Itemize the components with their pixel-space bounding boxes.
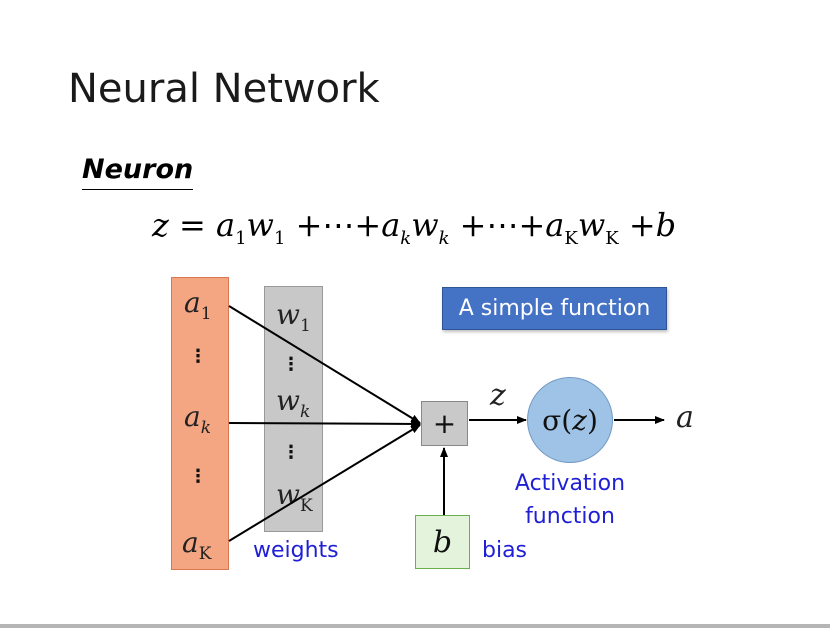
weight-wK: wK — [276, 478, 313, 516]
sum-node: + — [421, 401, 468, 446]
eq-cdots-1: ⋯ — [322, 206, 355, 244]
sigma-arg: z — [572, 403, 587, 437]
eq-wk: w — [411, 206, 439, 244]
eq-b: b — [655, 206, 677, 244]
eq-plus-4: + — [518, 206, 546, 244]
edge-aK-to-sum — [228, 424, 421, 542]
subtitle-neuron: Neuron — [82, 154, 194, 190]
simple-function-callout: A simple function — [442, 287, 667, 330]
activation-label-line1: Activation — [514, 471, 626, 496]
bottom-divider — [0, 624, 830, 628]
paren-close: ) — [586, 403, 598, 437]
eq-plus-3: + — [459, 206, 487, 244]
output-a: a — [676, 400, 694, 435]
weight-wk: wk — [276, 384, 311, 422]
activation-node: σ(z) — [527, 377, 613, 463]
edge-ak-to-sum — [228, 419, 421, 428]
eq-ak: a — [381, 206, 401, 244]
eq-plus-5: + — [628, 206, 656, 244]
bias-symbol: b — [432, 524, 453, 560]
eq-w1: w — [246, 206, 274, 244]
weights-label: weights — [253, 538, 339, 563]
slide-title: Neural Network — [68, 66, 380, 112]
neuron-equation: z = a1w1 +⋯+akwk +⋯+aKwK +b — [152, 206, 676, 249]
input-a1: a1 — [184, 286, 212, 324]
eq-aK-sub: K — [564, 228, 578, 249]
paren-open: ( — [561, 403, 573, 437]
z-label: z — [490, 378, 506, 413]
eq-ak-sub: k — [400, 228, 412, 249]
eq-wK-sub: K — [605, 228, 619, 249]
eq-plus-1: + — [295, 206, 323, 244]
bias-node: b — [415, 515, 470, 569]
eq-aK: a — [545, 206, 565, 244]
sigma-symbol: σ — [542, 403, 562, 437]
eq-w1-sub: 1 — [273, 228, 286, 249]
bias-label: bias — [482, 538, 528, 563]
weight-w1: w1 — [276, 298, 311, 336]
eq-equals: = — [179, 206, 206, 244]
activation-function-label: Activation function — [510, 467, 630, 533]
input-aK: aK — [182, 526, 212, 564]
eq-z: z — [152, 206, 169, 244]
edge-a1-to-sum — [228, 305, 421, 424]
eq-cdots-2: ⋯ — [486, 206, 519, 244]
eq-a1-sub: 1 — [235, 228, 247, 249]
input-ak: ak — [184, 400, 212, 438]
eq-wK: w — [577, 206, 606, 244]
eq-a1: a — [216, 206, 236, 244]
activation-label-line2: function — [525, 504, 615, 529]
input-column — [171, 277, 229, 570]
eq-wk-sub: k — [438, 228, 450, 249]
eq-plus-2: + — [354, 206, 382, 244]
